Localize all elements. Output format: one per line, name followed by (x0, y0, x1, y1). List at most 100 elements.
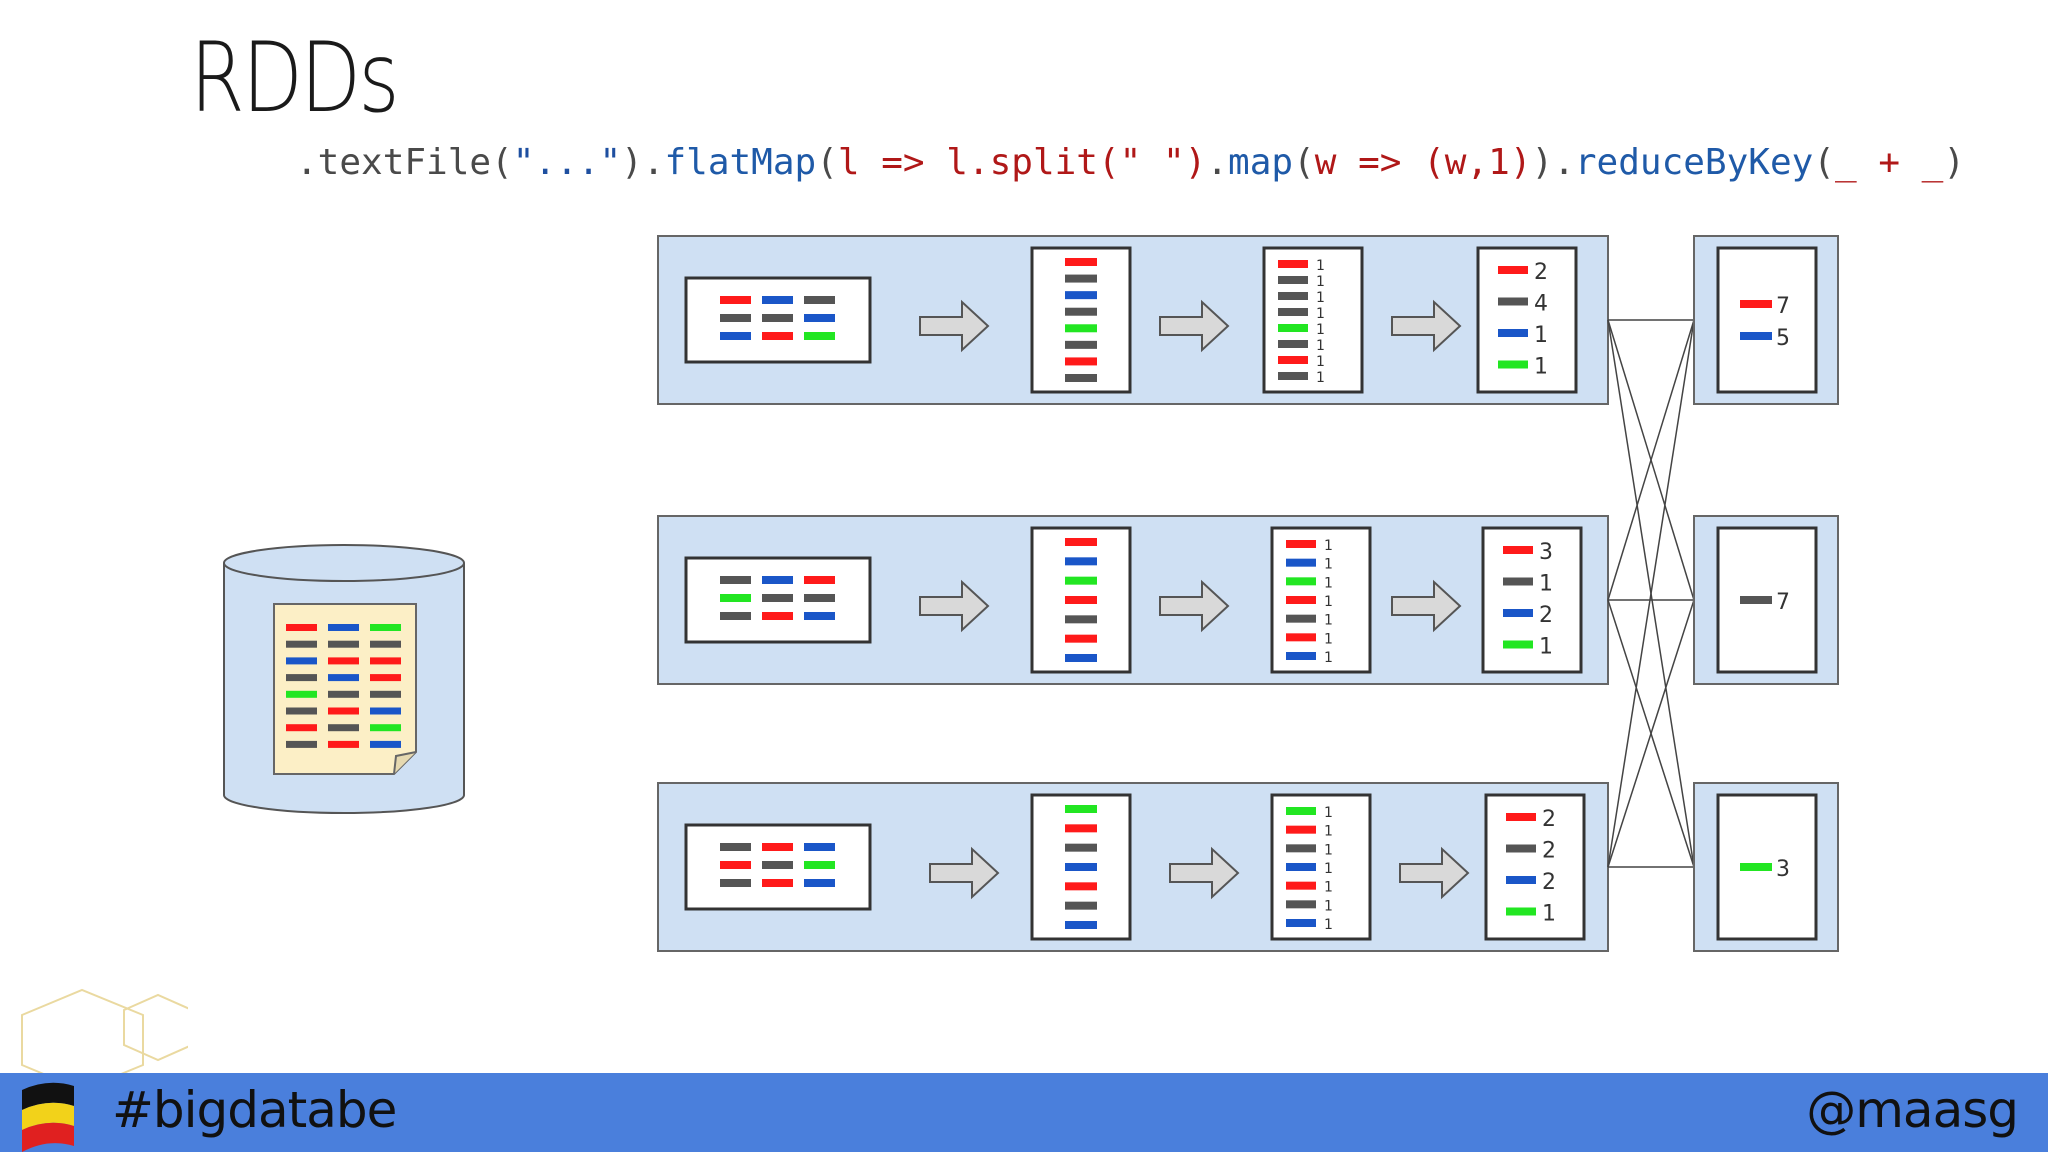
pair-count: 1 (1324, 631, 1333, 647)
word-swatch (286, 624, 317, 631)
word-swatch (804, 843, 835, 851)
slide-title: RDDs (190, 22, 400, 134)
word-swatch (1498, 266, 1528, 274)
reduced-count: 1 (1539, 635, 1553, 660)
word-swatch (370, 740, 401, 748)
word-swatch (720, 594, 751, 602)
words-card (1030, 246, 1132, 394)
word-swatch (1065, 307, 1097, 316)
document-fold (393, 751, 417, 775)
shuffle-line (1607, 319, 1695, 601)
code-segment: . (1206, 142, 1229, 183)
footer-bar: #bigdatabe @maasg (0, 1073, 2048, 1152)
word-swatch (720, 576, 751, 584)
word-swatch (1278, 356, 1308, 364)
pair-count: 1 (1324, 861, 1333, 877)
word-swatch (1286, 881, 1316, 890)
code-segment: "..." (512, 142, 622, 183)
word-swatch (804, 576, 835, 584)
word-swatch (1065, 654, 1097, 662)
pair-count: 1 (1324, 917, 1333, 933)
reduced-count: 4 (1534, 292, 1548, 317)
word-swatch (720, 332, 751, 340)
code-segment: reduceByKey (1574, 142, 1814, 183)
reduced-count: 1 (1534, 355, 1548, 380)
word-swatch (804, 314, 835, 322)
word-swatch (762, 594, 793, 602)
word-swatch (1278, 260, 1308, 268)
word-swatch (1278, 372, 1308, 380)
belgian-flag-icon (22, 1082, 74, 1152)
word-swatch (1065, 882, 1097, 891)
arrow-shape (1399, 846, 1470, 900)
word-swatch (1065, 805, 1097, 813)
word-swatch (1286, 844, 1316, 853)
word-swatch (1065, 634, 1097, 643)
word-swatch (1498, 360, 1528, 369)
word-swatch (1286, 807, 1316, 815)
word-swatch (286, 707, 317, 715)
word-swatch (328, 740, 359, 748)
word-swatch (1740, 332, 1772, 340)
word-swatch (720, 843, 751, 851)
word-swatch (370, 674, 401, 682)
word-swatch (328, 724, 359, 732)
word-swatch (1065, 357, 1097, 366)
pairs-card (1262, 246, 1364, 394)
code-segment: ( (1293, 142, 1315, 183)
pair-count: 1 (1316, 370, 1325, 386)
reduced-count: 2 (1539, 603, 1553, 628)
word-swatch (1740, 863, 1772, 871)
word-swatch (1278, 292, 1308, 300)
flow-arrow-icon (1169, 846, 1240, 900)
word-swatch (370, 624, 401, 631)
result-count: 5 (1776, 326, 1790, 351)
pair-count: 1 (1316, 338, 1325, 354)
arrow-shape (1159, 579, 1230, 633)
word-swatch (1286, 540, 1316, 548)
word-swatch (1286, 633, 1316, 642)
reduced-count: 1 (1539, 572, 1553, 597)
word-swatch (370, 690, 401, 698)
word-swatch (1065, 340, 1097, 349)
word-swatch (1498, 297, 1528, 306)
word-swatch (328, 657, 359, 665)
word-swatch (1503, 609, 1533, 617)
word-swatch (286, 657, 317, 665)
word-swatch (1065, 824, 1097, 833)
result-card (1716, 246, 1818, 394)
word-swatch (720, 314, 751, 322)
word-swatch (1506, 876, 1536, 884)
word-swatch (804, 594, 835, 602)
word-swatch (720, 861, 751, 869)
word-swatch (286, 640, 317, 648)
word-swatch (762, 612, 793, 620)
flow-arrow-icon (919, 579, 990, 633)
word-swatch (1065, 843, 1097, 852)
hexagon-logo-icon (21, 988, 188, 1080)
word-swatch (1286, 863, 1316, 871)
result-count: 7 (1776, 590, 1790, 615)
word-swatch (328, 690, 359, 698)
code-segment: l => l.split(" ") (837, 142, 1207, 183)
word-swatch (1065, 324, 1097, 333)
flow-arrow-icon (1391, 579, 1462, 633)
word-swatch (1286, 596, 1316, 604)
pair-count: 1 (1316, 354, 1325, 370)
word-swatch (1506, 813, 1536, 821)
code-segment: ( (1813, 142, 1835, 183)
word-swatch (1286, 919, 1316, 927)
code-segment: w => (w,1) (1314, 142, 1532, 183)
word-swatch (370, 724, 401, 732)
word-swatch (370, 657, 401, 665)
pair-count: 1 (1324, 557, 1333, 573)
reduced-count: 1 (1534, 323, 1548, 348)
flow-arrow-icon (1159, 579, 1230, 633)
code-segment: ) (1943, 142, 1966, 183)
word-swatch (762, 879, 793, 887)
word-swatch (1503, 546, 1533, 554)
word-swatch (286, 740, 317, 748)
flow-arrow-icon (1399, 846, 1470, 900)
word-swatch (1506, 907, 1536, 916)
